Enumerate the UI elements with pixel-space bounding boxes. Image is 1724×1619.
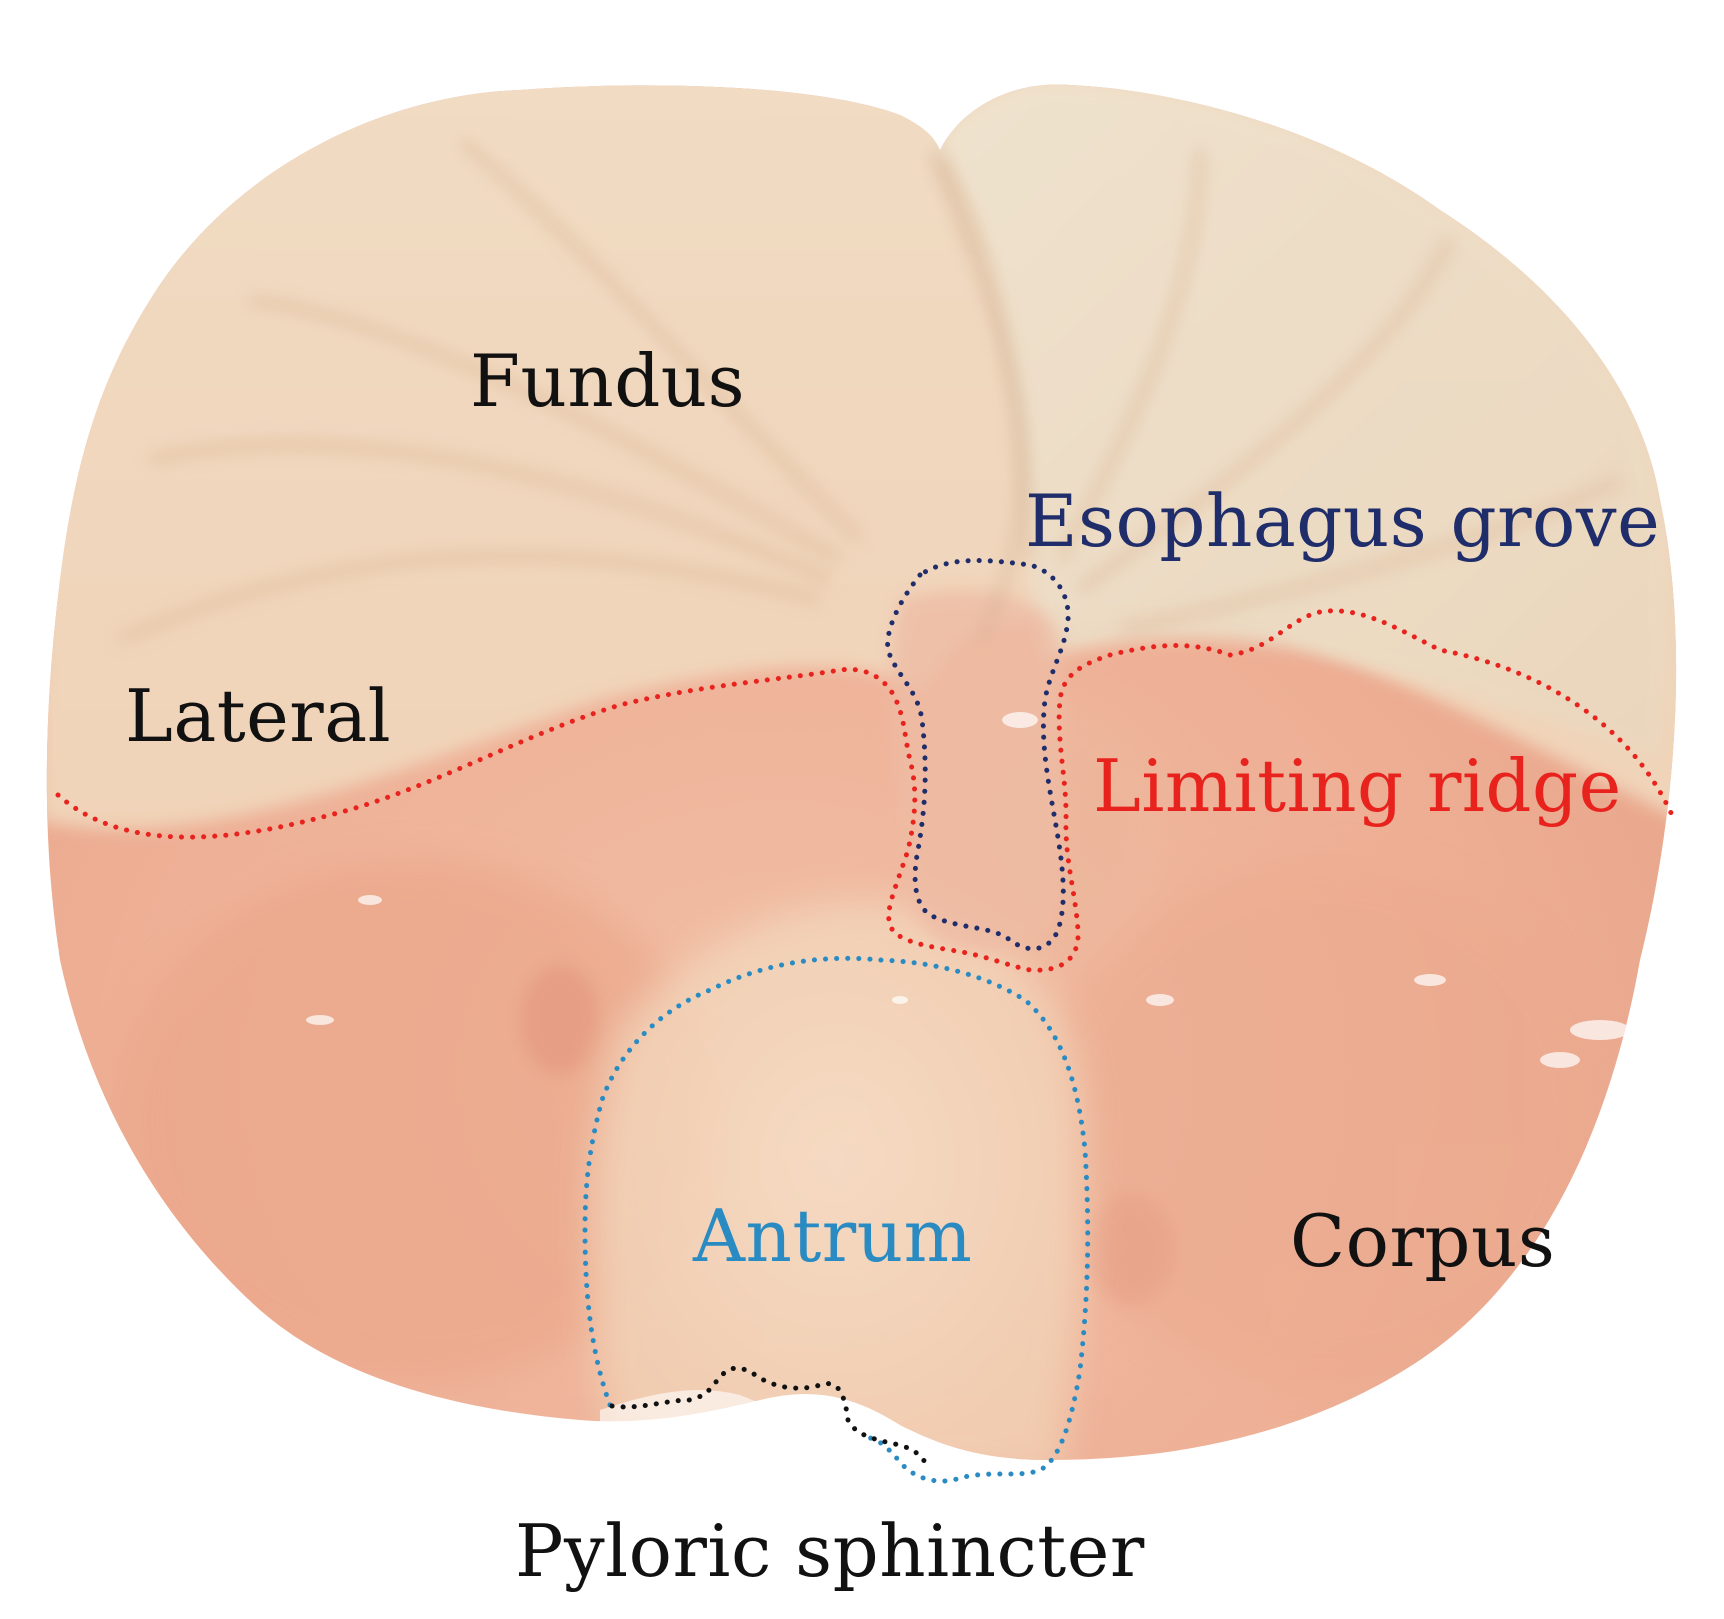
lateral-label: Lateral: [125, 674, 392, 758]
esophagus-groove-outline: [885, 558, 1071, 952]
antrum-outline: [582, 955, 1091, 1484]
pyloric-sphincter-outline: [609, 1365, 928, 1465]
esophagus-grove-label: Esophagus grove: [1025, 479, 1661, 563]
limiting-ridge-label: Limiting ridge: [1093, 744, 1622, 828]
tissue-body: [46, 84, 1677, 1470]
pyloric-sphincter-label: Pyloric sphincter: [515, 1509, 1145, 1593]
antrum-label: Antrum: [693, 1194, 973, 1278]
antrum-pale-region: [590, 900, 1085, 1460]
corpus-label: Corpus: [1290, 1199, 1556, 1283]
fundus-label: Fundus: [470, 339, 746, 423]
